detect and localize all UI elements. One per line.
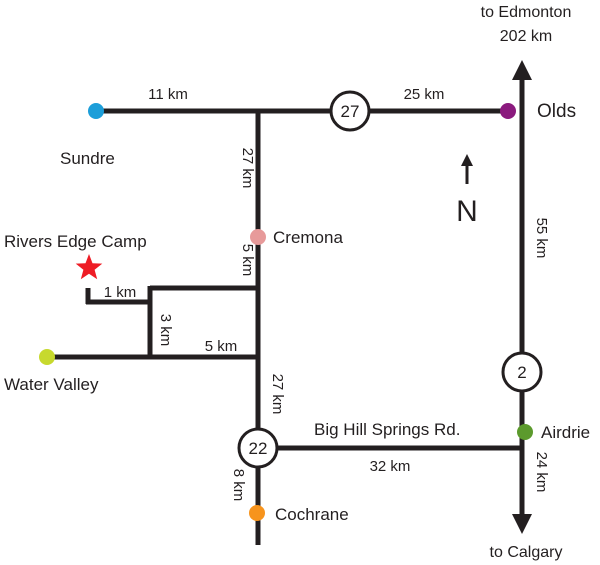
water-valley-label: Water Valley bbox=[4, 375, 99, 394]
cochrane-marker bbox=[249, 505, 265, 521]
roads bbox=[47, 60, 532, 545]
olds-label: Olds bbox=[537, 101, 576, 122]
distance-water-valley-hwy22: 27 km bbox=[269, 374, 286, 415]
distance-camp-connector: 3 km bbox=[157, 314, 174, 347]
big-hill-springs-road-label: Big Hill Springs Rd. bbox=[314, 420, 460, 439]
place-labels: Sundre Olds Cremona Rivers Edge Camp Wat… bbox=[4, 101, 590, 524]
edmonton-label: to Edmonton bbox=[481, 4, 572, 21]
rivers-edge-camp-label: Rivers Edge Camp bbox=[4, 232, 147, 251]
water-valley-marker bbox=[39, 349, 55, 365]
hwy-27-label: 27 bbox=[341, 102, 360, 121]
distance-sundre-junction: 11 km bbox=[148, 86, 188, 103]
cremona-label: Cremona bbox=[273, 228, 343, 247]
distance-big-hill: 32 km bbox=[370, 458, 411, 475]
distance-olds-airdrie: 55 km bbox=[533, 218, 550, 259]
distance-labels: 11 km 25 km 27 km 5 km 1 km 3 km 5 km 27… bbox=[104, 86, 550, 501]
hwy-27-shield bbox=[329, 90, 371, 132]
highway-shields: 27 2 22 bbox=[237, 90, 543, 469]
edmonton-distance-label: 202 km bbox=[500, 28, 552, 45]
hwy-22-label: 22 bbox=[249, 439, 268, 458]
hwy-22-shield bbox=[237, 427, 279, 469]
calgary-label: to Calgary bbox=[490, 544, 563, 561]
sundre-label: Sundre bbox=[60, 149, 115, 168]
airdrie-marker bbox=[517, 424, 533, 440]
direction-labels: to Edmonton 202 km to Calgary N bbox=[456, 4, 571, 561]
distance-junction-olds: 25 km bbox=[404, 86, 445, 103]
rivers-edge-camp-star-icon bbox=[75, 254, 103, 280]
hwy-2-label: 2 bbox=[517, 363, 526, 382]
hwy-2-shield bbox=[501, 351, 543, 393]
town-markers bbox=[39, 103, 533, 521]
distance-junction-cremona: 27 km bbox=[239, 148, 256, 189]
distance-camp-spur: 1 km bbox=[104, 284, 137, 301]
north-label: N bbox=[456, 195, 478, 228]
distance-hwy22-cochrane: 8 km bbox=[230, 469, 247, 502]
cremona-marker bbox=[250, 229, 266, 245]
sundre-marker bbox=[88, 103, 104, 119]
olds-marker bbox=[500, 103, 516, 119]
distance-airdrie-calgary: 24 km bbox=[533, 452, 550, 493]
airdrie-label: Airdrie bbox=[541, 423, 590, 442]
cochrane-label: Cochrane bbox=[275, 505, 349, 524]
distance-cremona-camp-road: 5 km bbox=[239, 244, 256, 277]
distance-water-valley-road: 5 km bbox=[205, 338, 238, 355]
